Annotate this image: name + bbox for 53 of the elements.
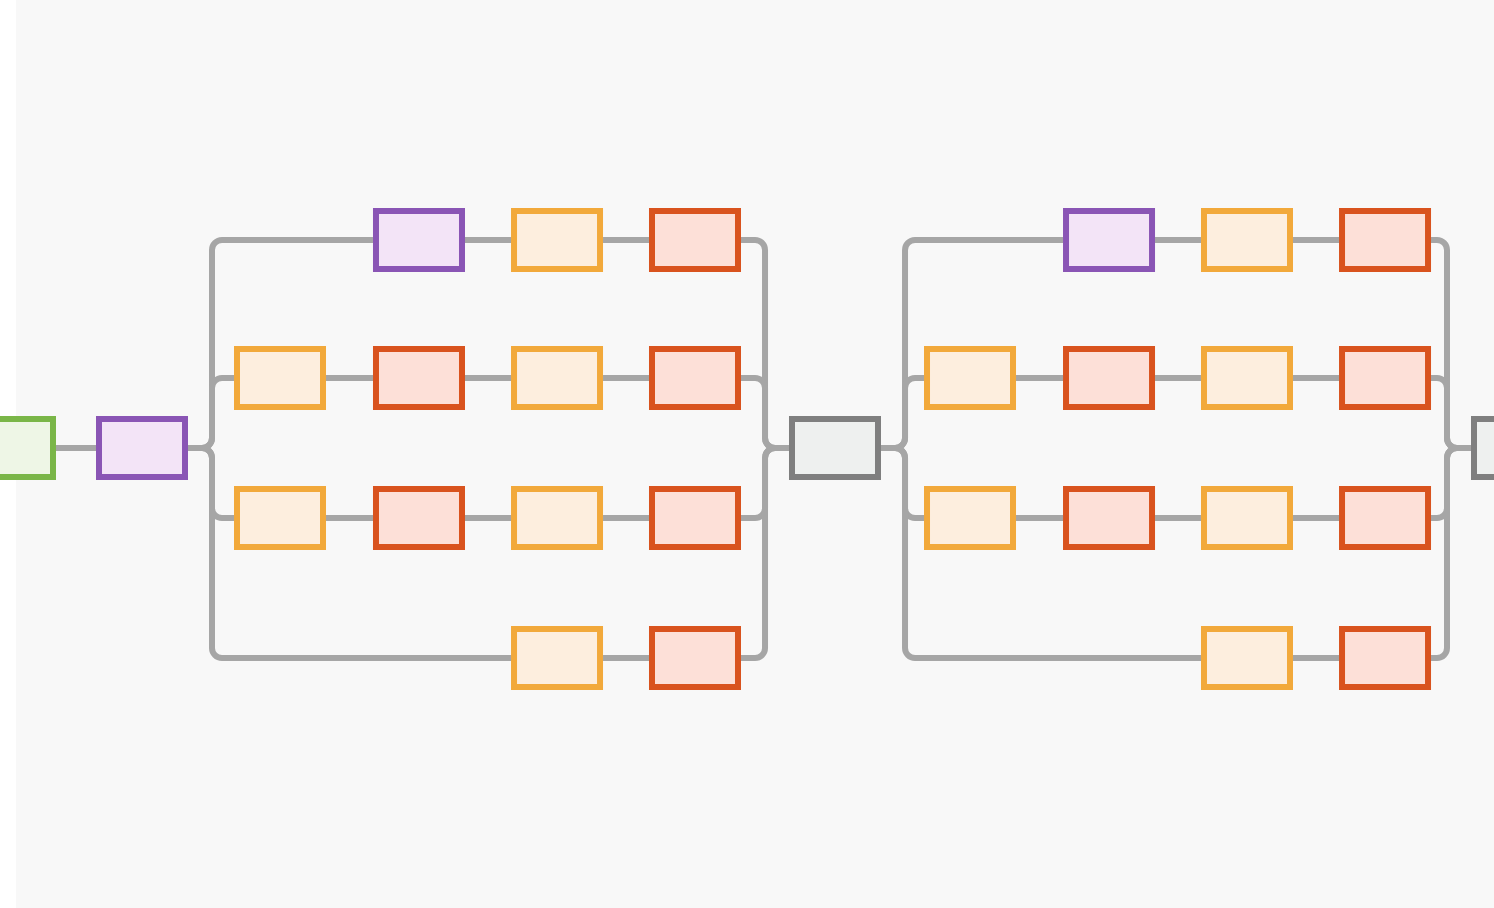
connector-line [56,445,96,451]
connector-line [326,375,373,381]
process-box [373,486,465,550]
process-box [373,346,465,410]
connector-line [1293,237,1340,243]
process-box [649,346,741,410]
connector-line [1155,375,1201,381]
process-box [511,486,603,550]
connector-line [326,515,373,521]
process-box [1339,626,1431,690]
connector-line [603,655,649,661]
process-box [924,346,1016,410]
connector-line [603,375,649,381]
connector-line [881,445,1201,661]
process-box [1339,486,1431,550]
process-box [1471,416,1494,480]
connector-line [603,237,649,243]
process-box [96,416,188,480]
process-box [1063,346,1156,410]
process-box [0,416,56,480]
process-box [1063,208,1156,272]
process-box [649,208,741,272]
process-box [924,486,1016,550]
process-box [649,626,741,690]
process-box [1201,346,1293,410]
connector-line [1155,515,1201,521]
connector-line [465,237,511,243]
process-box [234,346,326,410]
connector-line [1155,237,1201,243]
connector-line [603,515,649,521]
connector-line [1293,655,1340,661]
connector-line [741,445,789,661]
connector-line [465,515,511,521]
process-box [1339,346,1431,410]
process-box [511,346,603,410]
connector-line [465,375,511,381]
process-box [1201,626,1293,690]
process-box [1063,486,1156,550]
connector-line [1016,515,1063,521]
process-box [649,486,741,550]
process-box [789,416,881,480]
process-box [1201,208,1293,272]
connector-line [1431,445,1472,661]
connector-line [188,445,511,661]
process-box [511,626,603,690]
process-box [511,208,603,272]
connector-line [1293,375,1340,381]
process-box [234,486,326,550]
process-box [1339,208,1431,272]
process-box [373,208,465,272]
connector-line [1293,515,1340,521]
process-box [1201,486,1293,550]
connector-line [1016,375,1063,381]
